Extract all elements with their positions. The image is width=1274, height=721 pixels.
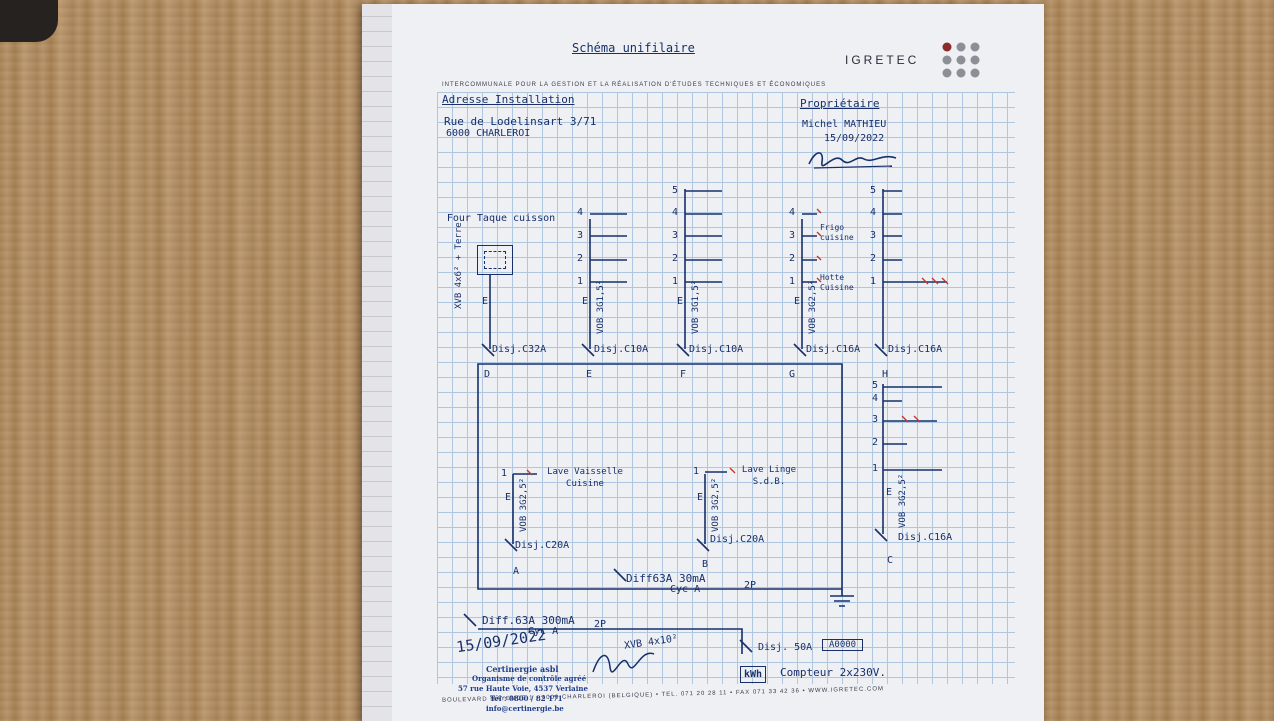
circuit-e-point-3: 3 bbox=[577, 230, 584, 241]
circuit-f-cable: VOB 3G1,5² bbox=[691, 279, 701, 334]
circuit-e-breaker: Disj.C10A bbox=[594, 344, 649, 355]
circuit-h-point-3: 3 bbox=[870, 230, 877, 241]
earth-mark-f: E bbox=[677, 296, 684, 307]
circuit-h-point-1: 1 bbox=[870, 276, 877, 287]
circuit-e-point-4: 4 bbox=[577, 207, 584, 218]
circuit-b-breaker: Disj.C20A bbox=[710, 534, 765, 545]
meter-label: Compteur 2x230V. bbox=[780, 666, 886, 679]
circuit-h-point-4: 4 bbox=[870, 207, 877, 218]
stamp-address: 57 rue Haute Voie, 4537 Verlaine bbox=[458, 684, 588, 693]
circuit-g-point-4: 4 bbox=[789, 207, 796, 218]
earth-mark-b: E bbox=[697, 492, 704, 503]
company-tagline: INTERCOMMUNALE POUR LA GESTION ET LA RÉA… bbox=[442, 82, 827, 88]
owner-label: Propriétaire bbox=[800, 97, 880, 110]
circuit-f-breaker: Disj.C10A bbox=[689, 344, 744, 355]
differential-300ma-type: Cyc A bbox=[528, 626, 559, 637]
circuit-f-point-2: 2 bbox=[672, 253, 679, 264]
schema-sheet: Schéma unifilaire IGRETEC INTERCOMMUNALE… bbox=[362, 4, 1044, 721]
inspector-signature bbox=[592, 652, 655, 673]
circuit-e-cable: VOB 3G1,5² bbox=[596, 279, 606, 334]
circuit-f-letter: F bbox=[680, 369, 687, 380]
circuit-b-cable: VOB 3G2,5² bbox=[711, 477, 721, 532]
circuit-g-hotte-label: Hotte Cuisine bbox=[820, 273, 854, 292]
circuit-e-point-2: 2 bbox=[577, 253, 584, 264]
installation-street: Rue de Lodelinsart 3/71 bbox=[444, 115, 597, 128]
earth-mark-a: E bbox=[505, 492, 512, 503]
circuit-f-point-3: 3 bbox=[672, 230, 679, 241]
circuit-a-breaker: Disj.C20A bbox=[515, 540, 570, 551]
circuit-a-point-1: 1 bbox=[501, 468, 508, 479]
circuit-h-point-5: 5 bbox=[870, 185, 877, 196]
circuit-g-letter: G bbox=[789, 369, 796, 380]
cooker-box bbox=[477, 245, 513, 275]
wiring-diagram bbox=[463, 189, 949, 654]
owner-date: 15/09/2022 bbox=[824, 133, 885, 144]
circuit-a-letter: A bbox=[513, 566, 520, 577]
stamp-org: Certinergie asbl bbox=[486, 664, 559, 674]
earth-mark-e: E bbox=[582, 296, 589, 307]
circuit-g-frigo-label: Frigo cuisine bbox=[820, 223, 854, 242]
graph-paper-grid bbox=[437, 92, 1015, 684]
differential-300ma: Diff.63A 300mA bbox=[482, 614, 575, 627]
circuit-g-point-1: 1 bbox=[789, 276, 796, 287]
sheet-ruler-edge bbox=[362, 4, 392, 721]
circuit-c-cable: VOB 3G2,5² bbox=[898, 473, 908, 528]
installation-city: 6000 CHARLEROI bbox=[446, 128, 531, 139]
circuit-f-point-5: 5 bbox=[672, 185, 679, 196]
energy-meter: kWh bbox=[740, 666, 767, 683]
company-name: IGRETEC bbox=[845, 53, 920, 67]
cooker-socket-dots bbox=[484, 251, 506, 269]
differential-300ma-poles: 2P bbox=[594, 619, 607, 630]
circuit-d-cable: XVB 4x6² + Terre bbox=[454, 222, 464, 309]
earth-mark-d: E bbox=[482, 296, 489, 307]
circuit-b-letter: B bbox=[702, 559, 709, 570]
circuit-g-point-3: 3 bbox=[789, 230, 796, 241]
circuit-h-letter: H bbox=[882, 369, 889, 380]
circuit-b-point-1: 1 bbox=[693, 466, 700, 477]
circuit-g-breaker: Disj.C16A bbox=[806, 344, 861, 355]
circuit-g-cable: VOB 3G2,5² bbox=[808, 279, 818, 334]
circuit-c-letter: C bbox=[887, 555, 894, 566]
circuit-a-cable: VOB 3G2,5² bbox=[519, 477, 529, 532]
earth-mark-c: E bbox=[886, 487, 893, 498]
differential-30ma: Diff63A 30mA bbox=[626, 572, 706, 585]
stamp-tel: Tél : 0800 / 82 171 bbox=[490, 694, 563, 703]
circuit-f-point-1: 1 bbox=[672, 276, 679, 287]
circuit-c-point-2: 2 bbox=[872, 437, 879, 448]
dark-object-corner bbox=[0, 0, 58, 42]
circuit-c-point-3: 3 bbox=[872, 414, 879, 425]
circuit-f-point-4: 4 bbox=[672, 207, 679, 218]
differential-30ma-poles: 2P bbox=[744, 580, 757, 591]
circuit-a-load: Lave Vaisselle Cuisine bbox=[547, 467, 623, 489]
stamp-org-desc: Organisme de contrôle agréé bbox=[472, 674, 587, 683]
circuit-h-point-2: 2 bbox=[870, 253, 877, 264]
circuit-d-breaker: Disj.C32A bbox=[492, 344, 547, 355]
stamp-email: info@certinergie.be bbox=[486, 704, 564, 713]
earth-mark-g: E bbox=[794, 296, 801, 307]
circuit-c-breaker: Disj.C16A bbox=[898, 532, 953, 543]
circuit-c-point-4: 4 bbox=[872, 393, 879, 404]
document-title: Schéma unifilaire bbox=[572, 41, 695, 55]
circuit-b-load: Lave Linge S.d.B. bbox=[741, 465, 797, 487]
circuit-d-load: Four Taque cuisson bbox=[446, 213, 556, 224]
owner-name: Michel MATHIEU bbox=[802, 119, 887, 130]
circuit-d-letter: D bbox=[484, 369, 491, 380]
main-breaker: Disj. 50A bbox=[758, 642, 813, 653]
differential-30ma-type: Cyc A bbox=[670, 584, 701, 595]
circuit-h-breaker: Disj.C16A bbox=[888, 344, 943, 355]
circuit-c-point-1: 1 bbox=[872, 463, 879, 474]
owner-signature bbox=[808, 152, 897, 169]
circuit-e-point-1: 1 bbox=[577, 276, 584, 287]
installation-label: Adresse Installation bbox=[442, 93, 575, 106]
circuit-c-point-5: 5 bbox=[872, 380, 879, 391]
igretec-logo bbox=[942, 42, 980, 78]
meter-index: A0000 bbox=[822, 639, 864, 651]
circuit-g-point-2: 2 bbox=[789, 253, 796, 264]
circuit-e-letter: E bbox=[586, 369, 593, 380]
